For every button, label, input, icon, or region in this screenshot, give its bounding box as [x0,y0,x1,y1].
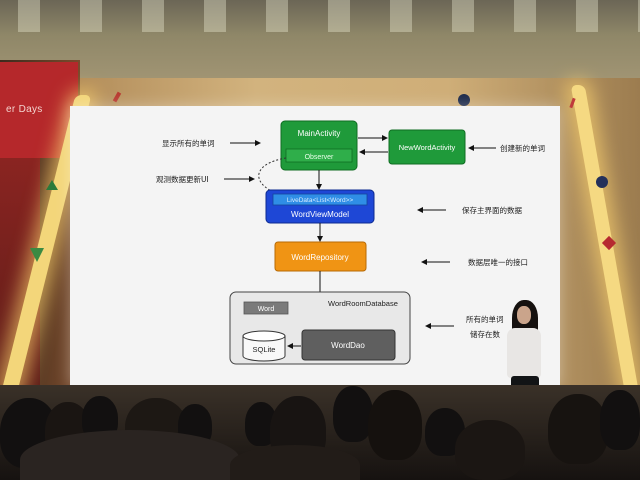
ceiling [0,0,640,78]
main-activity-label: MainActivity [298,129,341,138]
audience-head [333,386,373,442]
annotation-all-words-line2: 储存在数 [470,329,500,339]
presenter-shirt [507,328,541,378]
annotation-all-words-line1: 所有的单词 [466,314,504,324]
audience-head [230,445,360,480]
decor-dot [596,176,608,188]
projected-slide: MainActivity Observer NewWordActivity Li… [70,106,560,386]
decor-triangle [46,180,58,190]
annotation-create-new-word: 创建新的单词 [500,143,545,153]
audience-head [600,390,640,450]
annotation-observe-update-ui: 观测数据更新UI [156,174,209,184]
new-word-activity-box [388,129,466,165]
presenter-face [517,306,531,324]
observer-dashed-link [258,157,287,197]
new-word-activity-label: NewWordActivity [399,143,456,152]
observer-label: Observer [305,154,334,161]
audience-head [455,420,525,480]
word-dao-box [301,329,396,361]
sqlite-label: SQLite [253,345,276,354]
observer-box [285,148,353,163]
architecture-diagram: MainActivity Observer NewWordActivity Li… [156,120,545,365]
decor-triangle [30,248,44,262]
audience-head [368,390,422,460]
word-entity-label: Word [258,306,275,313]
annotation-show-all-words: 显示所有的单词 [162,138,215,148]
decor-dot [458,94,470,106]
ceiling-lights [0,0,640,32]
word-dao-label: WordDao [331,341,365,350]
word-entity-box [243,301,289,315]
sqlite-cylinder [242,330,286,362]
event-banner-text: er Days [6,104,43,115]
word-repository-label: WordRepository [291,253,348,262]
annotation-save-main-ui: 保存主界面的数据 [462,205,522,215]
audience-head [548,394,608,464]
audience-head [20,430,240,480]
live-data-label: LiveData<List<Word>> [287,197,354,204]
annotation-data-layer-interface: 数据层唯一的接口 [468,257,528,267]
word-view-model-label: WordViewModel [291,210,349,219]
word-room-database-label: WordRoomDatabase [328,299,398,308]
live-data-box [272,193,368,206]
